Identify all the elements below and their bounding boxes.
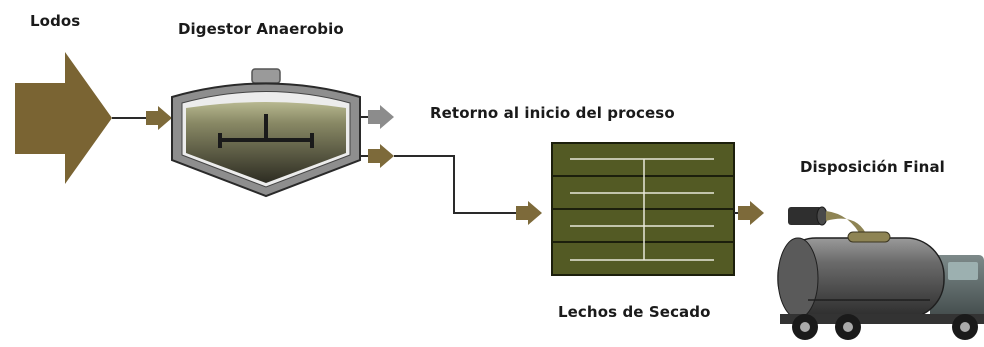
drying-bed-4 <box>551 241 735 276</box>
wheel-hub <box>800 322 810 332</box>
label-return-to-start: Retorno al inicio del proceso <box>430 104 675 122</box>
wheel-hub <box>960 322 970 332</box>
tank-hatch <box>847 231 891 243</box>
digester-outlet-arrow-icon <box>368 144 394 168</box>
discharge-pipe <box>788 207 822 225</box>
label-drying-beds: Lechos de Secado <box>558 303 711 321</box>
digester-top-cap <box>251 68 281 84</box>
digester-sludge-liquid <box>186 102 346 183</box>
truck-window <box>948 262 978 280</box>
sludge-stream <box>826 211 868 238</box>
return-arrow-icon <box>368 105 394 129</box>
label-sludge-input: Lodos <box>30 12 81 30</box>
sludge-input-arrow <box>15 52 112 184</box>
truck-chassis <box>780 314 984 324</box>
tanker-truck <box>777 206 984 340</box>
anaerobic-digester <box>171 68 361 198</box>
drying-beds-outlet-arrow-icon <box>738 201 764 225</box>
discharge-pipe-mouth <box>816 206 828 226</box>
truck-tank-end <box>777 237 819 319</box>
label-anaerobic-digester: Digestor Anaerobio <box>178 20 344 38</box>
drying-beds-inlet-arrow-icon <box>516 201 542 225</box>
label-final-disposal: Disposición Final <box>800 158 945 176</box>
pipe-to-drying-beds <box>394 155 516 214</box>
drying-beds <box>551 142 735 276</box>
flow-arrow-icon <box>146 106 172 130</box>
wheel-hub <box>843 322 853 332</box>
